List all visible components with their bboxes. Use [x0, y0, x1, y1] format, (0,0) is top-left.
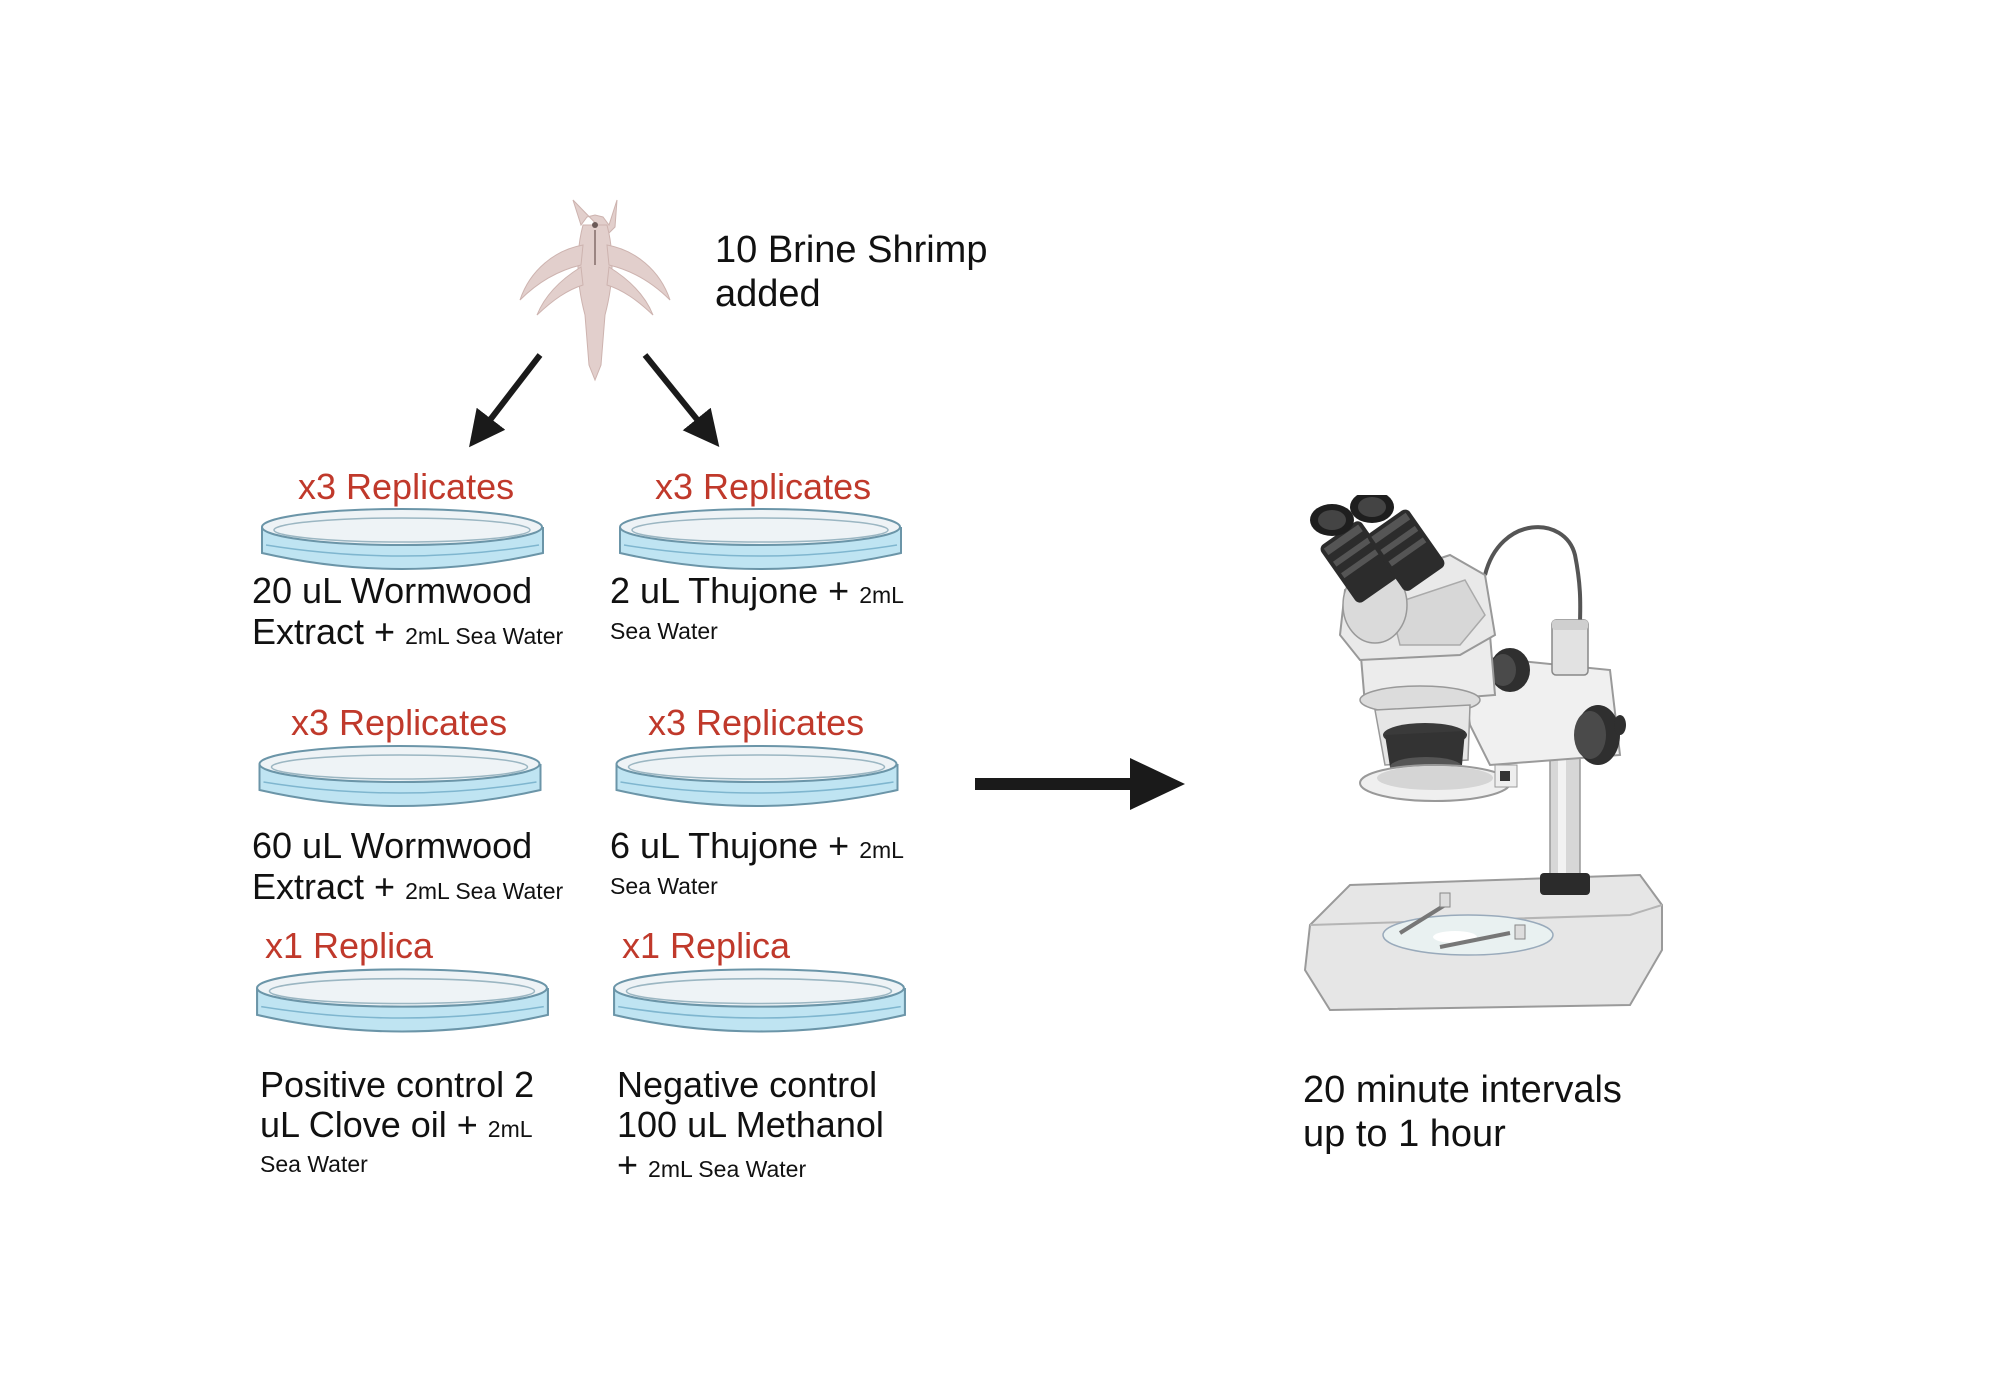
dish-label: 2 uL Thujone + 2mL Sea Water — [610, 570, 904, 646]
brine-shrimp-caption-line1: 10 Brine Shrimp — [715, 229, 988, 271]
dish-label: Positive control 2 uL Clove oil + 2mL Se… — [260, 1065, 534, 1179]
petri-dish-icon — [256, 968, 549, 1033]
dish-label-line3: + 2mL Sea Water — [617, 1145, 884, 1189]
dish-label: Negative control 100 uL Methanol + 2mL S… — [617, 1065, 884, 1189]
replicates-label: x3 Replicates — [291, 702, 508, 743]
microscope-caption-line1: 20 minute intervals — [1303, 1069, 1622, 1111]
petri-dish-icon — [619, 508, 902, 570]
stereo-microscope-icon — [1303, 495, 1663, 1012]
dish-label-line2-text: uL Clove oil + — [260, 1104, 488, 1145]
dish-label-small: 2mL — [859, 837, 904, 863]
dish-label-line1: 6 uL Thujone + 2mL — [610, 825, 904, 871]
dish-label-line1: 2 uL Thujone + 2mL — [610, 570, 904, 616]
arrow-icon-right — [642, 353, 720, 448]
microscope-caption: 20 minute intervals up to 1 hour — [1303, 1068, 1622, 1156]
dish-label-line1-text: 6 uL Thujone + — [610, 825, 860, 866]
split-arrows — [469, 353, 720, 448]
replicates-label: x3 Replicates — [298, 466, 515, 507]
dish-label-small: 2mL Sea Water — [648, 1156, 807, 1182]
dish-label-line1: 60 uL Wormwood — [252, 825, 533, 866]
brine-shrimp-icon — [519, 199, 671, 382]
replicates-label: x1 Replica — [622, 925, 791, 966]
dish-label-small-line2: Sea Water — [610, 873, 718, 899]
dish-label-line1: 20 uL Wormwood — [252, 570, 533, 611]
dish-label-line2-text: Extract + — [252, 866, 406, 907]
arrow-icon-left — [469, 353, 543, 448]
dish-label-small: 2mL — [487, 1116, 533, 1142]
dish-label: 60 uL Wormwood Extract + 2mL Sea Water — [252, 825, 563, 912]
petri-dish-icon — [261, 508, 544, 570]
replicates-label: x3 Replicates — [648, 702, 865, 743]
dish-label-line1: Negative control — [617, 1064, 878, 1105]
petri-dish-icon — [615, 745, 899, 807]
replicates-label: x1 Replica — [265, 925, 434, 966]
arrow-icon — [975, 758, 1185, 810]
dish-label-small-line2: Sea Water — [260, 1151, 368, 1177]
dish-label-line3-text: + — [617, 1144, 649, 1185]
petri-dish-icon — [613, 968, 906, 1033]
dish-label-line2: Extract + 2mL Sea Water — [252, 611, 563, 657]
dish-label-small: 2mL Sea Water — [405, 878, 564, 904]
dish-label: 20 uL Wormwood Extract + 2mL Sea Water — [252, 570, 563, 657]
dish-label-small-line2: Sea Water — [610, 618, 718, 644]
brine-shrimp-caption-line2: added — [715, 273, 821, 315]
dish-label-line2: 100 uL Methanol — [617, 1104, 884, 1145]
dish-label-line1-text: 2 uL Thujone + — [610, 570, 860, 611]
dish-label-line2: Extract + 2mL Sea Water — [252, 866, 563, 912]
petri-dish-icon — [258, 745, 542, 807]
replicates-label: x3 Replicates — [655, 466, 872, 507]
dish-label-line2-text: Extract + — [252, 611, 406, 652]
dish-label: 6 uL Thujone + 2mL Sea Water — [610, 825, 904, 901]
dish-label-small: 2mL Sea Water — [405, 623, 564, 649]
dish-label-line1: Positive control 2 — [260, 1064, 535, 1105]
brine-shrimp-caption: 10 Brine Shrimp added — [715, 228, 987, 316]
microscope-caption-line2: up to 1 hour — [1303, 1113, 1506, 1155]
dish-label-line2: uL Clove oil + 2mL — [260, 1105, 534, 1149]
dish-label-small: 2mL — [859, 582, 904, 608]
